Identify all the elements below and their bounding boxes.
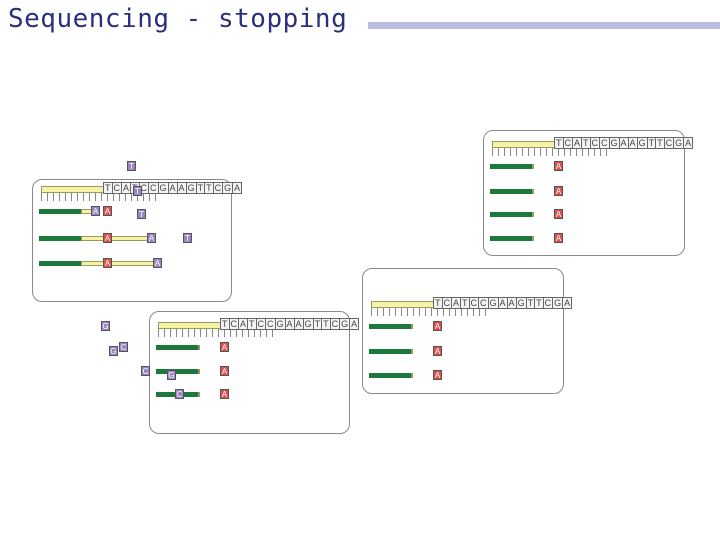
start-base-tag: A	[220, 389, 229, 399]
extended-strand	[411, 324, 413, 329]
base-pairing-ticks	[371, 308, 489, 316]
primer-strand	[369, 349, 411, 354]
template-base: A	[562, 297, 573, 309]
terminator-base-tag: C	[119, 342, 128, 352]
extended-strand	[532, 236, 534, 241]
template-strand	[158, 322, 222, 329]
terminator-base-tag: C	[175, 389, 184, 399]
terminator-base-tag: G	[167, 370, 176, 380]
extended-strand	[198, 345, 200, 350]
extended-strand	[532, 164, 534, 169]
start-base-tag: A	[433, 346, 442, 356]
extended-strand	[411, 373, 413, 378]
terminator-base-tag: T	[133, 186, 142, 196]
terminator-base-tag: G	[109, 346, 118, 356]
terminator-base-tag: T	[183, 233, 192, 243]
start-base-tag: A	[103, 206, 112, 216]
extended-strand	[81, 236, 149, 241]
start-base-tag: A	[554, 209, 563, 219]
primer-strand	[39, 209, 81, 214]
start-base-tag: A	[433, 370, 442, 380]
start-base-tag: A	[554, 161, 563, 171]
extended-strand	[532, 212, 534, 217]
extended-strand	[198, 369, 200, 374]
terminator-base-tag: G	[101, 321, 110, 331]
primer-strand	[490, 189, 532, 194]
start-base-tag: A	[220, 342, 229, 352]
start-base-tag: A	[220, 366, 229, 376]
terminator-base-tag: A	[153, 258, 162, 268]
title-rule	[368, 22, 720, 29]
template-base: A	[349, 318, 360, 330]
template-base: A	[232, 182, 243, 194]
base-pairing-ticks	[158, 329, 276, 337]
extended-strand	[198, 392, 200, 397]
primer-strand	[156, 345, 198, 350]
primer-strand	[369, 324, 411, 329]
extended-strand	[411, 349, 413, 354]
primer-strand	[156, 369, 198, 374]
primer-strand	[490, 212, 532, 217]
slide-title: Sequencing - stopping	[8, 4, 348, 34]
start-base-tag: A	[433, 321, 442, 331]
primer-strand	[39, 236, 81, 241]
template-strand	[41, 186, 105, 193]
start-base-tag: A	[103, 233, 112, 243]
base-pairing-ticks	[492, 148, 610, 156]
base-pairing-ticks	[41, 193, 159, 201]
start-base-tag: A	[554, 233, 563, 243]
primer-strand	[490, 164, 532, 169]
extended-strand	[81, 261, 155, 266]
template-strand	[492, 141, 556, 148]
primer-strand	[39, 261, 81, 266]
template-base: A	[683, 137, 694, 149]
primer-strand	[490, 236, 532, 241]
extended-strand	[532, 189, 534, 194]
panel-a-stop: TCATCCGAAGTTCGAAAAAAA	[32, 179, 243, 302]
primer-strand	[369, 373, 411, 378]
terminator-base-tag: A	[147, 233, 156, 243]
terminator-base-tag: T	[127, 161, 136, 171]
template-strand	[371, 301, 435, 308]
terminator-base-tag: A	[91, 206, 100, 216]
start-base-tag: A	[103, 258, 112, 268]
start-base-tag: A	[554, 186, 563, 196]
terminator-base-tag: C	[141, 366, 150, 376]
terminator-base-tag: T	[137, 209, 146, 219]
